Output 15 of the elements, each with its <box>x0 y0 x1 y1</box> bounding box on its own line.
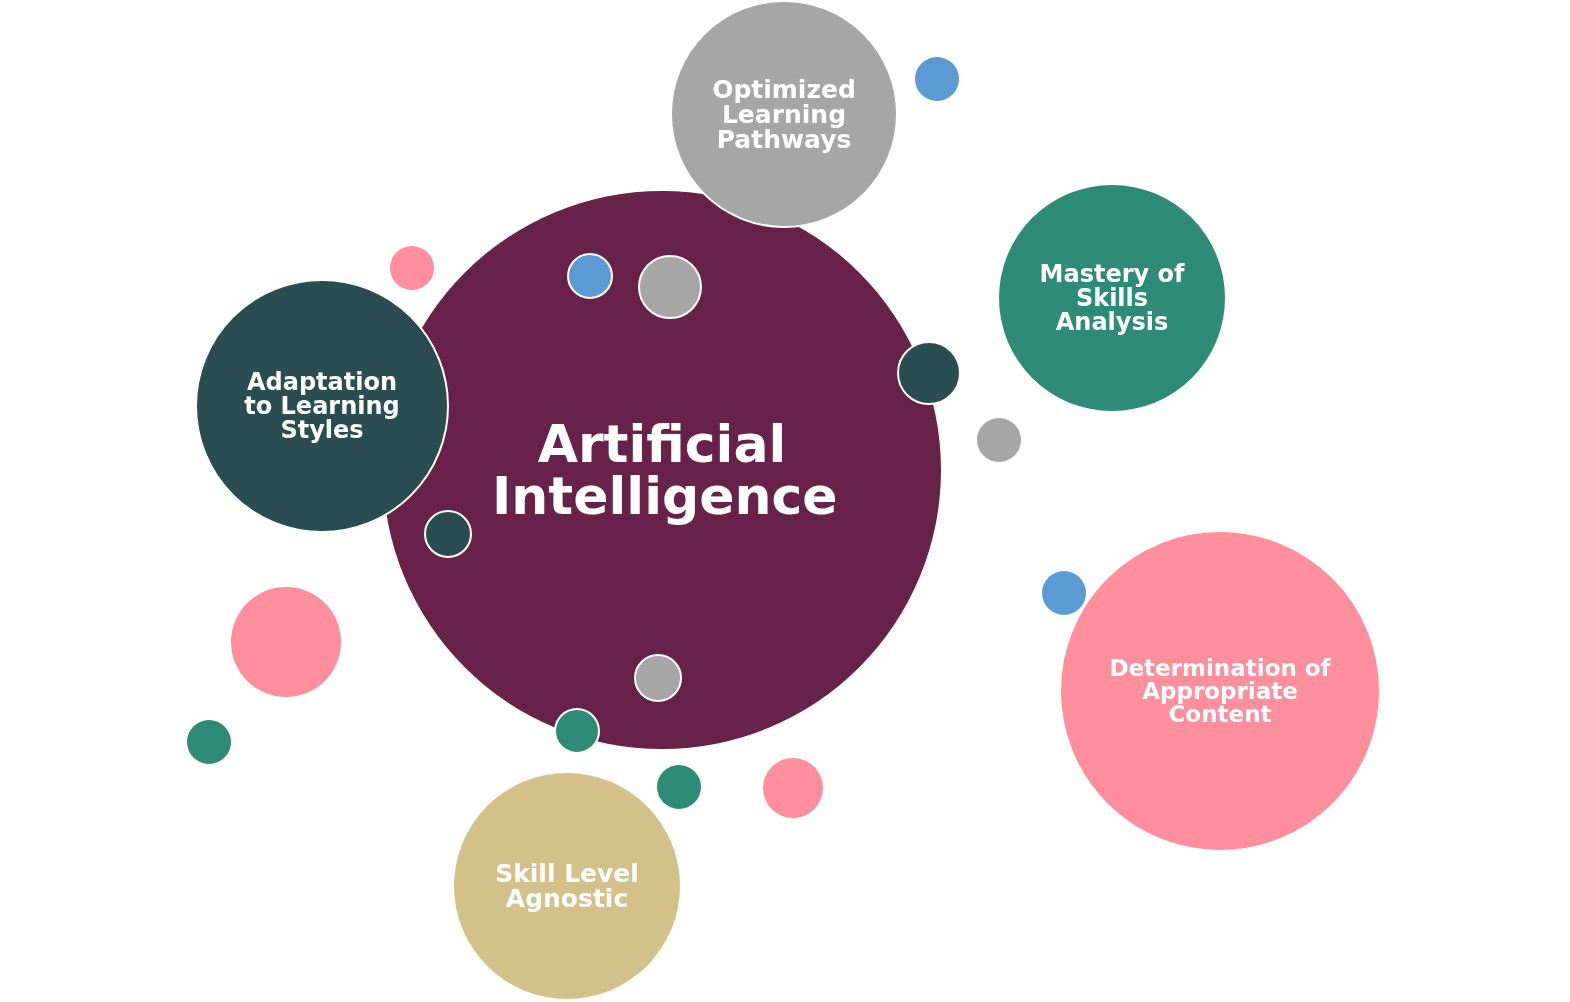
bubble-label: Determination of Appropriate Content <box>1108 656 1332 726</box>
bubble-label: Optimized Learning Pathways <box>711 76 857 152</box>
bubble-dot <box>187 720 231 764</box>
bubble-dot <box>638 255 702 319</box>
bubble-dot <box>977 418 1021 462</box>
bubble-dot <box>1042 571 1086 615</box>
bubble-dot <box>915 57 959 101</box>
bubble-label: Skill Level Agnostic <box>494 861 640 911</box>
bubble-dot <box>763 758 823 818</box>
bubble-label: Mastery of Skills Analysis <box>1038 262 1186 334</box>
bubble-dot <box>424 510 472 558</box>
bubble-dot <box>657 765 701 809</box>
bubble-label: Adaptation to Learning Styles <box>243 370 401 442</box>
bubble-dot <box>567 253 613 299</box>
bubble-dot <box>634 654 682 702</box>
